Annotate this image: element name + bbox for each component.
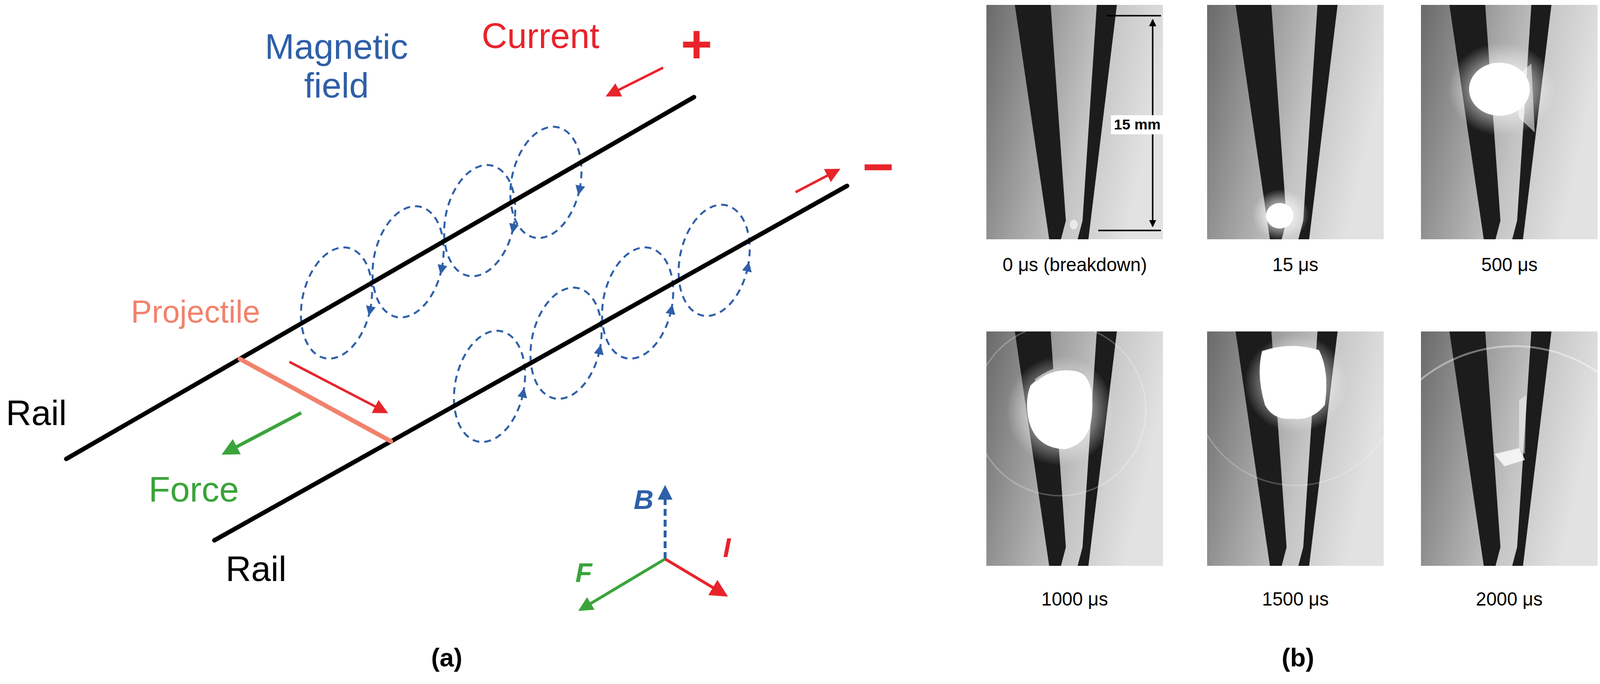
photo-frame: [1367, 331, 1600, 641]
panel-label: (b): [1281, 643, 1315, 673]
photo-frame: [974, 324, 1163, 567]
time-caption: 2000 μs: [1475, 589, 1543, 611]
rail-line: [214, 185, 848, 541]
i-axis-arrow: [665, 559, 725, 595]
current-label-holder: Current: [481, 15, 600, 57]
time-caption-holder: 1500 μs: [1262, 589, 1329, 611]
f-axis-arrow: [580, 559, 666, 610]
panel-label-holder: (a): [431, 643, 463, 673]
force-label-holder: Force: [148, 469, 239, 511]
dimension-label: 15 mm: [1110, 115, 1164, 135]
panel-label: (a): [431, 643, 463, 673]
illustration-part: [986, 331, 1163, 567]
projectile-label-holder: Projectile: [130, 294, 260, 331]
axis-label: B: [633, 484, 654, 516]
time-caption-holder: 0 μs (breakdown): [1002, 254, 1147, 277]
illustration-part: [1252, 189, 1310, 240]
illustration-part: [1420, 331, 1598, 567]
current-arrow: [289, 361, 386, 413]
time-caption: 15 μs: [1272, 254, 1319, 277]
illustration-part: [1244, 334, 1348, 433]
current-arrow: [608, 67, 664, 96]
illustration-part: [1514, 63, 1535, 133]
time-caption: 0 μs (breakdown): [1002, 254, 1147, 277]
current-arrow: [795, 170, 838, 193]
polarity-sign-holder: +: [680, 13, 713, 76]
rail-label-holder: Rail: [5, 392, 67, 434]
panel-label-holder: (b): [1281, 643, 1315, 673]
b-axis-arrow: [663, 488, 667, 560]
illustration-part: [507, 223, 519, 235]
illustration-part: [1106, 15, 1162, 17]
current-label: Current: [481, 15, 600, 57]
illustration-part: [573, 184, 586, 197]
illustration-part: [1207, 331, 1384, 567]
illustration-part: [1207, 331, 1384, 567]
illustration-part: [665, 303, 678, 316]
illustration-part: [435, 264, 448, 277]
photo-frame: [1192, 279, 1399, 567]
illustration-part: [1420, 4, 1598, 240]
time-caption: 1500 μs: [1262, 589, 1329, 611]
time-caption-holder: 15 μs: [1272, 254, 1319, 277]
photo-frame: [1207, 4, 1384, 241]
illustration-part: [517, 387, 530, 399]
illustration-part: [1207, 4, 1384, 240]
force-arrow: [224, 412, 302, 454]
axis-label: I: [722, 532, 731, 564]
illustration-part: [1420, 331, 1598, 567]
illustration-part: [1069, 219, 1078, 230]
rail-label: Rail: [225, 548, 287, 590]
projectile-label: Projectile: [130, 294, 260, 331]
illustration-part: [363, 305, 376, 318]
illustration-part: [1259, 345, 1327, 419]
polarity-sign: −: [862, 135, 894, 199]
illustration-part: [1098, 230, 1162, 232]
field-label: Magnetic field: [253, 27, 420, 105]
polarity-sign: +: [680, 13, 713, 76]
illustration-part: [1035, 368, 1085, 381]
time-caption-holder: 500 μs: [1481, 254, 1538, 277]
illustration-part: [1447, 42, 1556, 136]
photo-frame: [1420, 4, 1598, 240]
axis-label: F: [575, 557, 593, 589]
illustration-part: [1519, 395, 1527, 455]
illustration-part: [1420, 4, 1598, 240]
time-caption-holder: 1000 μs: [1041, 589, 1109, 611]
rail-label-holder: Rail: [225, 548, 287, 590]
illustration-part: [986, 331, 1146, 496]
illustration-part: [742, 260, 754, 273]
force-label: Force: [148, 469, 239, 511]
illustration-part: [593, 343, 606, 356]
illustration-part: [1420, 346, 1598, 567]
time-caption-holder: 2000 μs: [1475, 589, 1543, 611]
illustration-part: [1265, 203, 1294, 229]
axis-label-holder: I: [722, 532, 731, 564]
dimension-label-holder: 15 mm: [1110, 115, 1164, 135]
polarity-sign-holder: −: [862, 135, 894, 199]
illustration-part: [1006, 356, 1114, 466]
field-label-holder: Magnetic field: [253, 27, 420, 105]
projectile-bar: [239, 359, 391, 442]
time-caption: 1000 μs: [1041, 589, 1109, 611]
illustration-part: [1027, 370, 1093, 450]
rail-label: Rail: [5, 392, 67, 434]
axis-label-holder: B: [633, 484, 654, 516]
illustration-part: [1207, 331, 1384, 486]
illustration-part: [1494, 448, 1525, 467]
rail-line: [66, 97, 695, 460]
axis-label-holder: F: [575, 557, 593, 589]
time-caption: 500 μs: [1481, 254, 1538, 277]
